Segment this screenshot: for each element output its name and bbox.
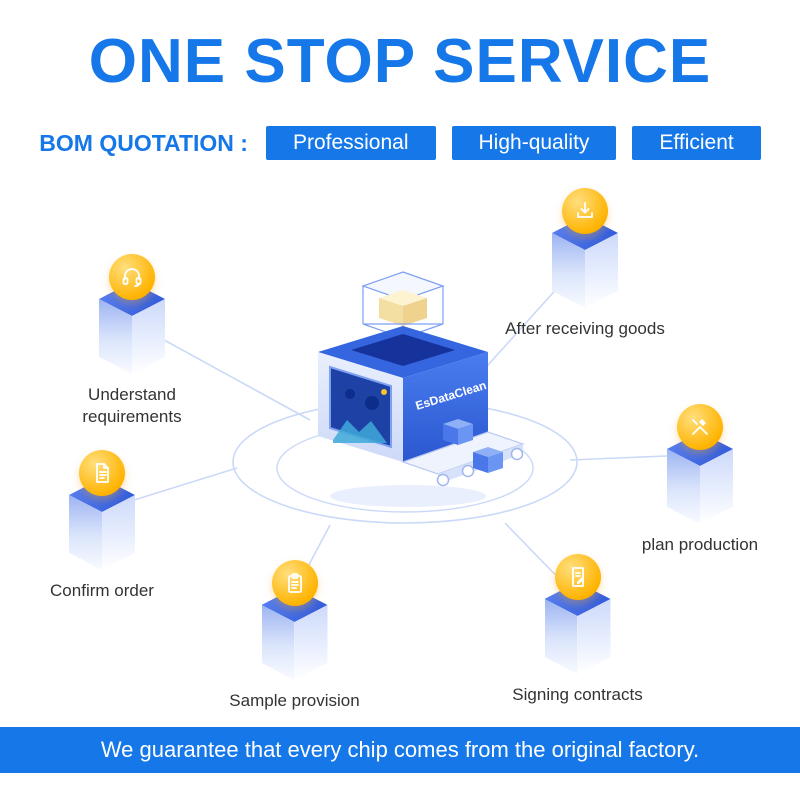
clipboard-icon [271, 560, 318, 606]
machine-illustration: EsDataClean [318, 271, 525, 507]
node-label: Signing contracts [512, 685, 643, 704]
node-label: plan production [641, 535, 759, 554]
node-label: Sample provision [229, 691, 360, 710]
node-sample-provision: Sample provision [222, 558, 367, 712]
iso-cube [99, 254, 165, 374]
node-confirm-order: Confirm order [32, 448, 172, 602]
node-label: Confirm order [50, 581, 154, 600]
badge-high-quality: High-quality [451, 126, 617, 160]
node-signing-contracts: Signing contracts [500, 552, 655, 706]
download-icon [562, 188, 608, 234]
iso-cube [667, 404, 733, 524]
document-icon [79, 450, 125, 496]
tools-icon [677, 404, 723, 450]
iso-cube [552, 188, 618, 308]
contract-icon [554, 554, 601, 600]
node-after-receiving-goods: After receiving goods [500, 186, 670, 340]
iso-cube [69, 450, 135, 570]
headset-icon [109, 254, 155, 300]
node-label: After receiving goods [505, 319, 665, 338]
guarantee-banner: We guarantee that every chip comes from … [0, 727, 800, 773]
page-title: ONE STOP SERVICE [88, 27, 712, 96]
badge-professional: Professional [265, 126, 436, 160]
node-understand-requirements: Understand requirements [62, 252, 202, 428]
node-plan-production: plan production [630, 402, 770, 556]
badge-efficient: Efficient [632, 126, 761, 160]
node-label: Understand requirements [82, 385, 182, 427]
bom-quotation-row: BOM QUOTATION : Professional High-qualit… [0, 126, 800, 160]
iso-cube [261, 560, 328, 680]
iso-cube [544, 554, 611, 674]
bom-quotation-label: BOM QUOTATION : [39, 129, 248, 156]
